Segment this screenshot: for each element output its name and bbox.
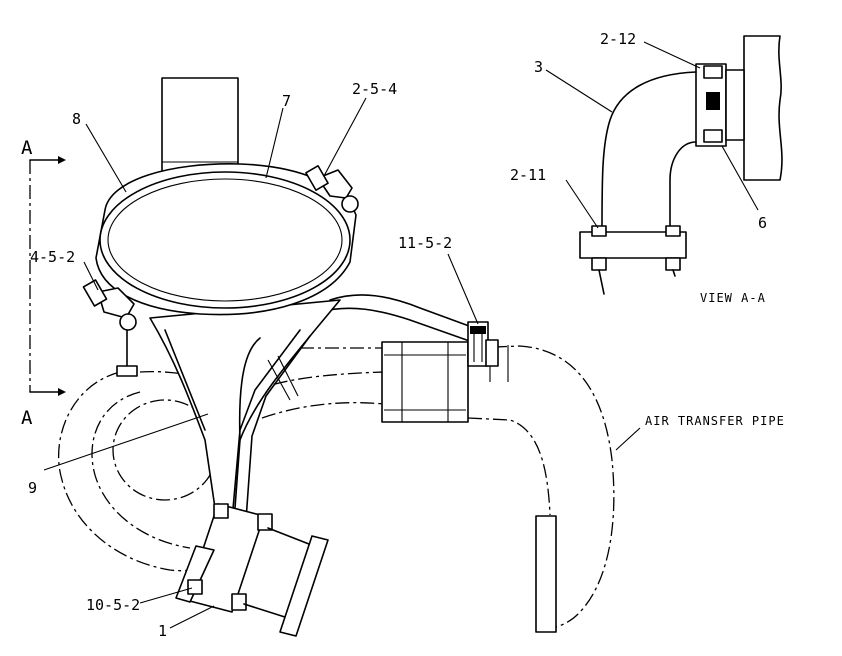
callout-10-5-2: 10-5-2	[86, 596, 140, 614]
section-indicator	[29, 156, 66, 396]
section-letter-bottom: A	[21, 407, 33, 429]
air-transfer-pipe-label: AIR TRANSFER PIPE	[645, 414, 785, 428]
callout-6: 6	[758, 214, 767, 232]
callout-9: 9	[28, 479, 37, 497]
air-transfer-pipe	[249, 341, 615, 633]
callout-4-5-2: 4-5-2	[30, 248, 75, 266]
leader-lines	[43, 41, 759, 629]
view-a-a-label: VIEW A-A	[700, 291, 766, 305]
callout-3: 3	[534, 58, 543, 76]
section-letter-top: A	[21, 137, 33, 159]
view-a-a-inset	[579, 35, 783, 295]
callout-8: 8	[72, 110, 81, 128]
callout-2-5-4: 2-5-4	[352, 80, 397, 98]
callout-11-5-2: 11-5-2	[398, 234, 452, 252]
elliptical-duct	[82, 163, 359, 377]
callout-2-11: 2-11	[510, 166, 546, 184]
callout-7: 7	[282, 92, 291, 110]
bottom-flange	[175, 503, 329, 637]
transition-funnel	[149, 299, 341, 509]
callout-1: 1	[158, 622, 167, 640]
callout-2-12: 2-12	[600, 30, 636, 48]
inlet-stack	[161, 77, 239, 179]
support-rod	[231, 329, 311, 521]
